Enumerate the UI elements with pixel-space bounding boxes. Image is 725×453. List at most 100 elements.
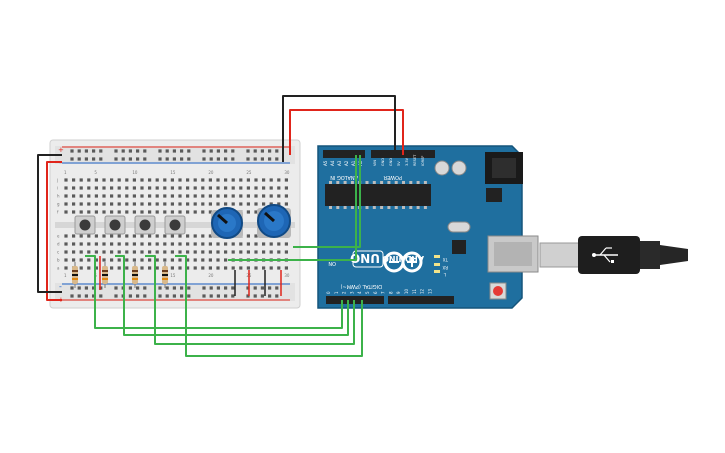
breadboard-hole [114, 149, 118, 153]
breadboard-hole [87, 250, 91, 254]
chip-pin [350, 206, 354, 209]
digital-pin-label: 3 [349, 291, 354, 294]
breadboard-hole [72, 186, 76, 190]
resistor[interactable] [72, 262, 78, 288]
breadboard-hole [239, 194, 243, 198]
breadboard-hole [170, 234, 174, 238]
wire-rail-black[interactable] [37, 154, 62, 293]
resistor[interactable] [102, 262, 108, 288]
breadboard-hole [193, 242, 197, 246]
breadboard-hole [117, 186, 121, 190]
breadboard-hole [180, 286, 184, 290]
breadboard-hole [125, 178, 129, 182]
breadboard-hole [254, 234, 258, 238]
breadboard-hole [155, 202, 159, 206]
pushbutton[interactable] [104, 215, 126, 235]
column-number: 30 [284, 273, 290, 278]
wire-5v-red[interactable] [289, 109, 404, 155]
breadboard-hole [208, 194, 212, 198]
breadboard-hole [64, 250, 68, 254]
breadboard-hole [172, 286, 176, 290]
chip-pin [409, 206, 413, 209]
breadboard-hole [216, 286, 220, 290]
breadboard-hole [239, 266, 243, 270]
breadboard-hole [84, 157, 88, 161]
breadboard-hole [155, 266, 159, 270]
chip-pin [394, 181, 398, 184]
wire-button2[interactable] [115, 255, 349, 336]
breadboard-hole [132, 194, 136, 198]
breadboard-hole [79, 234, 83, 238]
breadboard-hole [224, 194, 228, 198]
row-letter: c [57, 250, 59, 255]
row-letter: h [57, 194, 60, 199]
reset-button[interactable] [493, 286, 503, 296]
breadboard-hole [224, 258, 228, 262]
pushbutton[interactable] [164, 215, 186, 235]
column-number: 15 [170, 273, 176, 278]
rx-label: RX [442, 265, 448, 270]
digital-pin-label: 0 [326, 291, 331, 294]
breadboard-hole [275, 157, 279, 161]
breadboard-hole [117, 234, 121, 238]
breadboard-hole [87, 202, 91, 206]
breadboard-hole [224, 266, 228, 270]
breadboard-hole [178, 250, 182, 254]
breadboard-hole [193, 178, 197, 182]
potentiometer[interactable] [257, 204, 291, 238]
breadboard-hole [110, 178, 114, 182]
breadboard-hole [140, 210, 144, 214]
usb-cable[interactable] [539, 236, 688, 274]
breadboard-hole [216, 157, 220, 161]
pushbutton[interactable] [134, 215, 156, 235]
breadboard-hole [148, 242, 152, 246]
potentiometer[interactable] [211, 207, 243, 239]
breadboard-hole [254, 266, 258, 270]
breadboard-hole [254, 178, 258, 182]
chip-pin [416, 181, 420, 184]
breadboard-hole [94, 202, 98, 206]
resistor[interactable] [162, 262, 168, 288]
potentiometers [211, 204, 291, 239]
breadboard-hole [70, 294, 74, 298]
breadboard-hole [140, 194, 144, 198]
pushbutton[interactable] [74, 215, 96, 235]
wire-button1[interactable] [85, 255, 343, 329]
chip-pin [380, 181, 384, 184]
breadboard-hole [269, 266, 273, 270]
breadboard-hole [110, 186, 114, 190]
wire-button4[interactable] [175, 255, 363, 357]
breadboard-hole [92, 294, 96, 298]
column-number: 20 [208, 170, 214, 175]
breadboard-hole [79, 186, 83, 190]
breadboard-hole [269, 194, 273, 198]
breadboard-hole [155, 234, 159, 238]
breadboard-hole [269, 250, 273, 254]
breadboard-hole [186, 210, 190, 214]
breadboard-hole [72, 178, 76, 182]
breadboard-hole [187, 294, 191, 298]
breadboard-hole [201, 234, 205, 238]
resistor[interactable] [132, 262, 138, 288]
breadboard-hole [132, 178, 136, 182]
wire-gnd-black[interactable] [282, 95, 396, 162]
breadboard-hole [277, 194, 281, 198]
wire-pot2-analog[interactable] [228, 155, 357, 261]
wire-button3[interactable] [145, 255, 355, 345]
wire-rail-red[interactable] [46, 161, 62, 301]
breadboard-hole [262, 202, 266, 206]
breadboard-hole [178, 242, 182, 246]
breadboard-hole [148, 202, 152, 206]
breadboard-hole [125, 266, 129, 270]
wire-pot-analog[interactable] [293, 155, 361, 248]
breadboard-hole [155, 178, 159, 182]
breadboard-hole [114, 157, 118, 161]
breadboard-hole [186, 202, 190, 206]
breadboard-hole [163, 178, 167, 182]
breadboard-hole [246, 202, 250, 206]
breadboard-hole [260, 157, 264, 161]
chip-pin [350, 181, 354, 184]
power-pin-label: 3.3V [405, 157, 409, 166]
breadboard-hole [208, 178, 212, 182]
breadboard-hole [72, 210, 76, 214]
